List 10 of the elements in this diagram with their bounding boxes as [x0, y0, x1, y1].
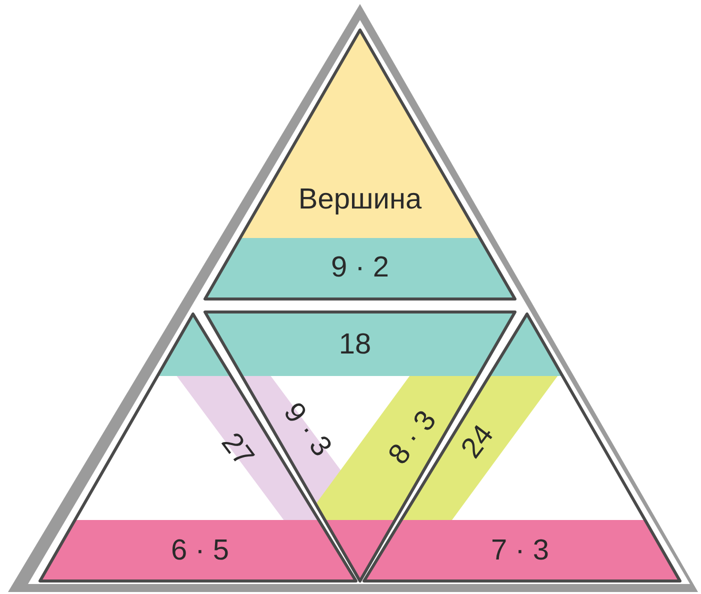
math-expression: 8 · 3: [384, 406, 442, 470]
math-expression: 6 · 5: [170, 536, 230, 566]
tile-title: Вершина: [298, 186, 422, 214]
number: 24: [456, 420, 500, 464]
number: 27: [216, 428, 258, 472]
number: 18: [338, 330, 372, 360]
math-expression: 7 · 3: [490, 536, 550, 566]
triangle-tile: [203, 28, 517, 301]
math-expression: 9 · 3: [278, 398, 336, 462]
math-expression: 9 · 2: [330, 254, 390, 282]
